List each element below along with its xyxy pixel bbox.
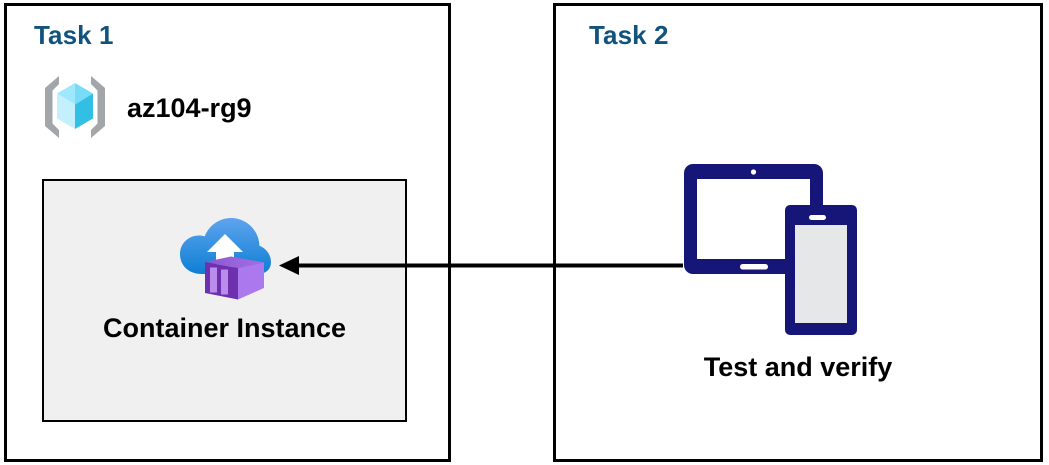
container-instance-box: Container Instance <box>42 179 407 422</box>
resource-group-row: az104-rg9 <box>37 69 252 145</box>
azure-resource-group-icon <box>45 76 105 138</box>
container-instance-label: Container Instance <box>102 313 347 343</box>
resource-group-label: az104-rg9 <box>127 92 252 123</box>
tablet-and-phone-icon <box>684 164 857 335</box>
azure-container-instance-icon <box>179 218 271 300</box>
test-and-verify-label: Test and verify <box>703 352 893 382</box>
panel-title-task-2: Task 2 <box>589 20 669 50</box>
panel-task-1: Task 1 az104-rg9 <box>4 3 451 462</box>
panel-title-task-1: Task 1 <box>34 20 114 50</box>
